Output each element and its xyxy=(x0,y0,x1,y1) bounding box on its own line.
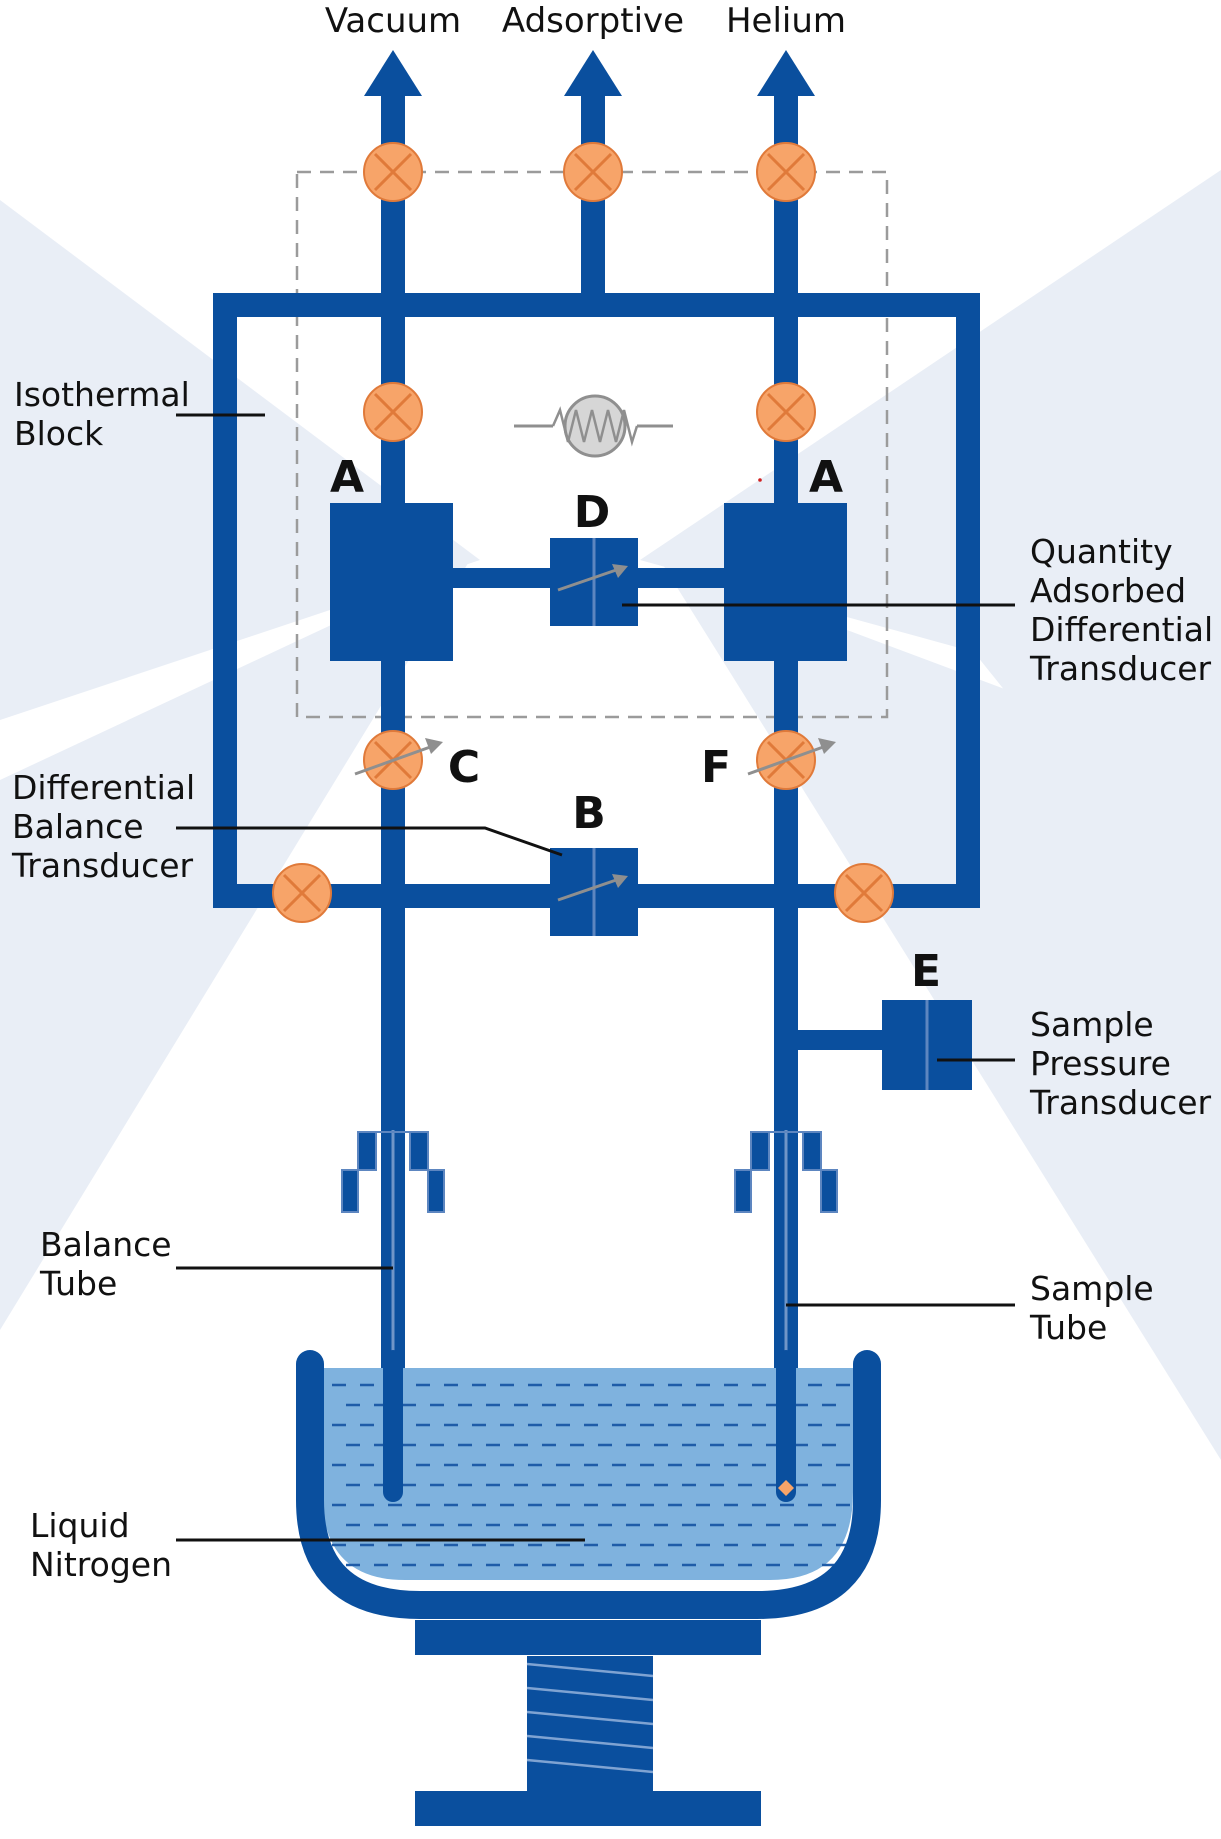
marker-dot xyxy=(758,478,762,482)
arrow-up-icon xyxy=(364,50,422,96)
sample-pressure-label: Sample Pressure Transducer xyxy=(1029,1005,1212,1122)
valve-icon xyxy=(756,142,816,202)
transducer-b xyxy=(550,848,638,936)
tube-couplings xyxy=(341,1131,838,1213)
outlet-arrows xyxy=(364,50,815,96)
adsorptive-label: Adsorptive xyxy=(502,1,684,41)
heater-resistor-icon xyxy=(514,394,673,458)
label-b: B xyxy=(572,788,606,839)
valve-icon xyxy=(272,863,332,923)
differential-balance-line-1: Differential xyxy=(12,768,195,807)
liquid-nitrogen-line-2: Nitrogen xyxy=(30,1545,172,1584)
dewar-wall xyxy=(296,1350,881,1619)
balance-tube-label: Balance Tube xyxy=(39,1225,182,1303)
sample-tube-line-1: Sample xyxy=(1030,1269,1154,1308)
isothermal-block-line-1: Isothermal xyxy=(14,375,190,414)
adjustable-arrow-icon xyxy=(612,564,628,578)
background-ray xyxy=(0,560,470,1330)
label-d: D xyxy=(574,487,611,538)
differential-balance-line-3: Transducer xyxy=(11,846,194,885)
valves xyxy=(272,142,894,923)
background-ray xyxy=(900,560,1221,960)
volume-block-a-left xyxy=(330,503,453,661)
quantity-adsorbed-line-1: Quantity xyxy=(1030,532,1173,571)
sample-pressure-line-2: Pressure xyxy=(1030,1044,1171,1083)
liquid-nitrogen-line-1: Liquid xyxy=(30,1506,130,1545)
quantity-adsorbed-line-4: Transducer xyxy=(1029,649,1212,688)
dewar-base-plate xyxy=(415,1620,761,1655)
isothermal-block-line-2: Block xyxy=(14,414,104,453)
transducer-d xyxy=(550,538,638,626)
dashed-enclosure xyxy=(295,170,889,719)
label-f: F xyxy=(701,742,731,793)
sample-pressure-line-1: Sample xyxy=(1030,1005,1154,1044)
vacuum-label: Vacuum xyxy=(325,1,461,41)
adjustable-arrow-icon xyxy=(557,566,623,592)
sample-pressure-line-3: Transducer xyxy=(1029,1083,1212,1122)
lift-screw-threads xyxy=(526,1662,654,1774)
adjustable-arrow-icon xyxy=(612,874,628,888)
quantity-adsorbed-line-3: Differential xyxy=(1030,610,1213,649)
valve-icon xyxy=(563,142,623,202)
leader-differential-balance xyxy=(176,826,563,857)
valve-icon xyxy=(363,142,423,202)
valve-icon xyxy=(363,382,423,442)
balance-tube-line-1: Balance xyxy=(40,1225,172,1264)
transducer-e xyxy=(882,1000,972,1090)
label-c: C xyxy=(448,742,480,793)
balance-tube-coupling xyxy=(341,1131,445,1213)
differential-balance-line-2: Balance xyxy=(12,807,144,846)
valve-icon xyxy=(747,730,836,790)
arrow-up-icon xyxy=(564,50,622,96)
helium-label: Helium xyxy=(726,1,846,41)
lift-base xyxy=(415,1791,761,1826)
isothermal-block-label: Isothermal Block xyxy=(14,375,200,453)
quantity-adsorbed-label: Quantity Adsorbed Differential Transduce… xyxy=(1029,532,1221,688)
lift-screw xyxy=(527,1656,653,1791)
quantity-adsorbed-line-2: Adsorbed xyxy=(1030,571,1186,610)
dewar xyxy=(296,1350,881,1826)
differential-balance-label: Differential Balance Transducer xyxy=(11,768,206,885)
sample-tube-line-2: Tube xyxy=(1029,1308,1107,1347)
balance-tube-line-2: Tube xyxy=(39,1264,117,1303)
sample-marker xyxy=(778,1480,794,1496)
adjustable-arrow-icon xyxy=(557,876,623,902)
leader-lines xyxy=(176,413,1015,1542)
volume-block-a-right xyxy=(724,503,847,661)
arrow-up-icon xyxy=(757,50,815,96)
sample-tube-label: Sample Tube xyxy=(1029,1269,1164,1347)
sample-tube-coupling xyxy=(734,1131,838,1213)
label-a-left: A xyxy=(330,452,364,503)
valve-icon xyxy=(756,382,816,442)
liquid-nitrogen xyxy=(322,1368,853,1580)
liquid-dashes xyxy=(332,1383,850,1567)
heater-zigzag xyxy=(551,406,639,447)
liquid-nitrogen-label: Liquid Nitrogen xyxy=(30,1506,172,1584)
valve-icon xyxy=(354,730,443,790)
label-a-right: A xyxy=(809,452,843,503)
label-e: E xyxy=(911,946,941,997)
valve-icon xyxy=(834,863,894,923)
